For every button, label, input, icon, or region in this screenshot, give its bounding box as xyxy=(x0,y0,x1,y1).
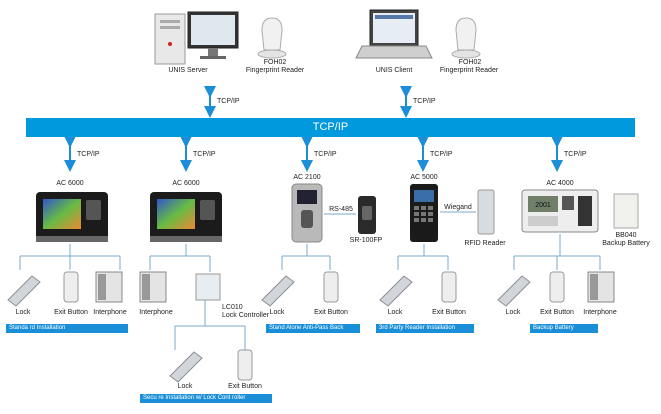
device-label-2: AC 6000 xyxy=(172,180,200,187)
exit-label-5: Exit Button xyxy=(540,309,574,316)
fingerprint-reader-left-icon xyxy=(257,17,287,59)
lock-label-5: Lock xyxy=(505,309,521,316)
exit-label-1: Exit Button xyxy=(54,309,88,316)
battery-model-label: BB040 xyxy=(615,232,637,239)
tag-backup-battery: Backup Battery xyxy=(530,324,598,333)
lock-controller-icon xyxy=(195,273,221,301)
lock-icon-secure xyxy=(169,351,203,383)
lock-icon-4 xyxy=(379,275,413,307)
exit-button-icons xyxy=(63,271,565,381)
device-label-4: AC 5000 xyxy=(410,174,438,181)
interphone-icons xyxy=(95,271,615,303)
laptop-icon xyxy=(355,9,433,59)
peripheral-wires xyxy=(19,234,601,350)
reader-left-desc: Fingerprint Reader xyxy=(245,67,305,74)
lock-icon-1 xyxy=(7,275,41,307)
wiegand-label: Wiegand xyxy=(444,204,472,211)
exit-button-icon-3 xyxy=(323,271,339,303)
lock-label-4: Lock xyxy=(387,309,403,316)
ac5000-device-icon xyxy=(410,184,438,242)
tag-standard-installation: Standa rd Installation xyxy=(6,324,128,333)
reader-left-model: FOH02 xyxy=(263,59,287,66)
client-label: UNIS Client xyxy=(375,67,413,74)
ac4000-device-icon: 2001 xyxy=(521,189,599,233)
exit-button-icon-4 xyxy=(441,271,457,303)
server-icon xyxy=(154,11,239,65)
fingerprint-reader-right-icon xyxy=(451,17,481,59)
interphone-icon-2 xyxy=(139,271,167,303)
lock-label-3: Lock xyxy=(269,309,285,316)
reader-right-desc: Fingerprint Reader xyxy=(439,67,499,74)
tcp-ip-bus: TCP/IP xyxy=(26,118,635,137)
tag-secure-installation: Secu re Installation w/ Lock Cont roller xyxy=(140,394,272,403)
interphone-icon-1 xyxy=(95,271,123,303)
lc010-desc-label: Lock Controller xyxy=(222,312,270,319)
tcp-label-dev4: TCP/IP xyxy=(430,151,453,158)
sr100fp-reader-icon xyxy=(358,196,376,234)
ac2100-device-icon xyxy=(291,183,323,243)
tcp-label-dev3: TCP/IP xyxy=(314,151,337,158)
battery-desc-label: Backup Battery xyxy=(602,240,650,247)
device-label-1: AC 6000 xyxy=(56,180,84,187)
exit-button-icon-5 xyxy=(549,271,565,303)
tag-antipass-back: Stand Alone Anti-Pass Back xyxy=(266,324,360,333)
exit-label-4: Exit Button xyxy=(432,309,466,316)
rfid-reader-icon xyxy=(477,189,495,235)
exit-label-3: Exit Button xyxy=(314,309,348,316)
tcp-label-dev2: TCP/IP xyxy=(193,151,216,158)
ac6000-device-2-icon xyxy=(150,192,222,242)
interphone-label-5: Interphone xyxy=(583,309,617,316)
tag-third-party-reader: 3rd Party Reader Installation xyxy=(376,324,474,333)
interphone-icon-5 xyxy=(587,271,615,303)
rs485-label: RS-485 xyxy=(329,206,353,213)
tcp-arrows xyxy=(64,86,563,172)
exit-button-icon-secure xyxy=(237,349,253,381)
tcp-label-client: TCP/IP xyxy=(413,98,436,105)
backup-battery-icon xyxy=(613,193,639,229)
device-label-3: AC 2100 xyxy=(293,174,321,181)
exit-button-icon-1 xyxy=(63,271,79,303)
interphone-label-1: Interphone xyxy=(93,309,127,316)
lock-icons xyxy=(7,275,531,383)
device-label-5: AC 4000 xyxy=(546,180,574,187)
interphone-label-2: Interphone xyxy=(139,309,173,316)
reader-right-model: FOH02 xyxy=(458,59,482,66)
exit-label-secure: Exit Button xyxy=(228,383,262,390)
ac6000-device-1-icon xyxy=(36,192,108,242)
tcp-label-dev1: TCP/IP xyxy=(77,151,100,158)
server-label: UNIS Server xyxy=(168,67,208,74)
tcp-label-dev5: TCP/IP xyxy=(564,151,587,158)
lock-label-secure: Lock xyxy=(177,383,193,390)
lock-icon-3 xyxy=(261,275,295,307)
sr100fp-label: SR-100FP xyxy=(349,237,383,244)
lock-icon-5 xyxy=(497,275,531,307)
lock-label-1: Lock xyxy=(15,309,31,316)
tcp-label-server: TCP/IP xyxy=(217,98,240,105)
lc010-model-label: LC010 xyxy=(222,304,243,311)
ac4000-screen-text: 2001 xyxy=(535,202,551,209)
rfid-reader-label: RFID Reader xyxy=(464,240,506,247)
